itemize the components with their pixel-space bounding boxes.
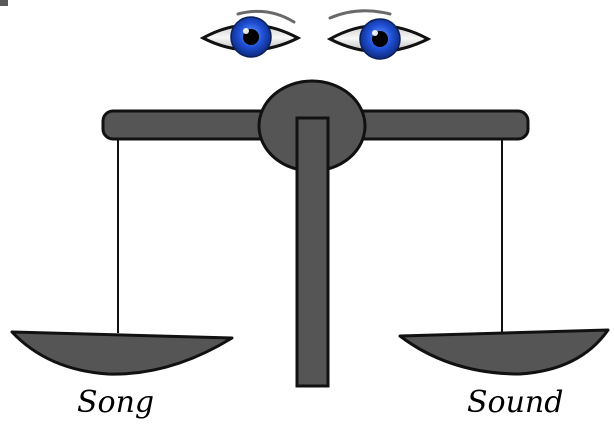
left-eye-icon: [203, 17, 298, 57]
balance-post: [297, 118, 328, 386]
right-eye-icon: [330, 19, 428, 59]
left-pan: [12, 332, 232, 374]
left-pan-label: Song: [77, 388, 154, 418]
right-pan: [400, 330, 608, 374]
right-eyebrow: [330, 11, 390, 18]
corner-mark: [0, 0, 8, 6]
right-pan-label: Sound: [467, 388, 563, 418]
